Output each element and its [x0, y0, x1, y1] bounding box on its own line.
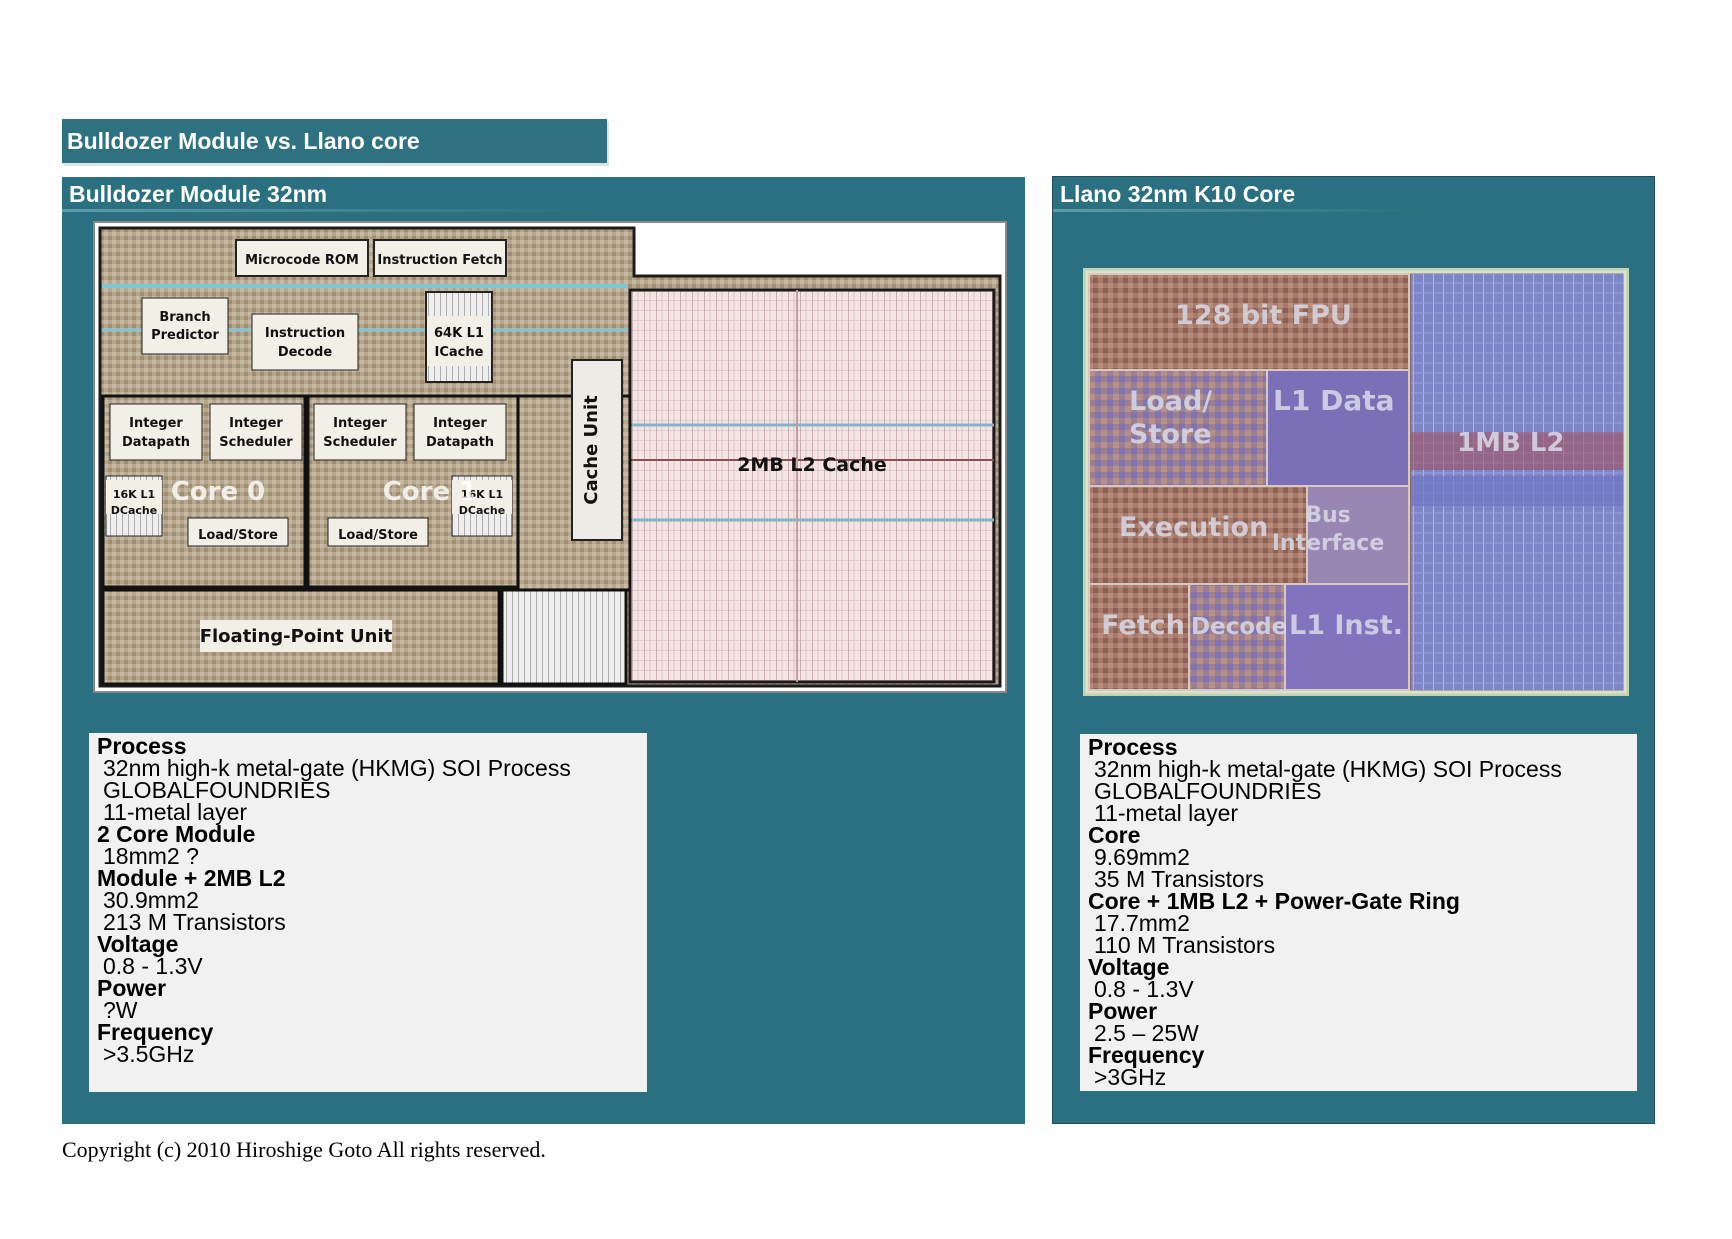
label-core-0: Core 0: [171, 477, 266, 507]
label-load-store-1: Load/: [1129, 386, 1212, 417]
spec-value: GLOBALFOUNDRIES: [1094, 778, 1322, 804]
spec-heading: Power: [97, 975, 167, 1001]
label-floating-point-unit: Floating-Point Unit: [200, 626, 393, 647]
spec-value: 0.8 - 1.3V: [103, 953, 203, 979]
spec-value: 18mm2 ?: [103, 843, 199, 869]
spec-heading: Process: [1088, 734, 1178, 760]
llano-panel: Llano 32nm K10 Core: [1052, 176, 1655, 1124]
spec-heading: Core: [1088, 822, 1141, 848]
spec-value: 35 M Transistors: [1094, 866, 1264, 892]
copyright-notice: Copyright (c) 2010 Hiroshige Goto All ri…: [62, 1137, 546, 1162]
label-icache-1: 64K L1: [434, 326, 484, 341]
spec-value: GLOBALFOUNDRIES: [103, 777, 331, 803]
spec-heading: Module + 2MB L2: [97, 865, 286, 891]
label-instruction-decode-1: Instruction: [265, 326, 345, 341]
spec-value: 11-metal layer: [103, 799, 248, 825]
label-instruction-fetch: Instruction Fetch: [377, 253, 502, 268]
spec-value: 9.69mm2: [1094, 844, 1190, 870]
bulldozer-die-image: Microcode ROM Instruction Fetch Branch P…: [92, 220, 1008, 694]
spec-heading: Voltage: [97, 931, 179, 957]
label-fetch: Fetch: [1101, 610, 1185, 641]
bulldozer-specs: Process 32nm high-k metal-gate (HKMG) SO…: [89, 733, 647, 1092]
spec-value: ?W: [103, 997, 138, 1023]
label-int-datapath-b-1: Integer: [433, 416, 487, 431]
label-load-store-b: Load/Store: [338, 528, 418, 543]
slide-title: Bulldozer Module vs. Llano core: [62, 119, 607, 163]
label-load-store-a: Load/Store: [198, 528, 278, 543]
label-dcache-a-2: DCache: [111, 504, 157, 517]
spec-value: 30.9mm2: [103, 887, 199, 913]
spec-value: 213 M Transistors: [103, 909, 286, 935]
label-int-datapath-a-1: Integer: [129, 416, 183, 431]
label-icache-2: ICache: [435, 345, 484, 360]
label-cache-unit: Cache Unit: [581, 395, 602, 505]
label-dcache-b-2: DCache: [459, 504, 505, 517]
spec-heading: Core + 1MB L2 + Power-Gate Ring: [1088, 888, 1460, 914]
spec-value: >3.5GHz: [103, 1041, 195, 1067]
spec-heading: Frequency: [1088, 1042, 1205, 1068]
spec-heading: Voltage: [1088, 954, 1170, 980]
spec-heading: Power: [1088, 998, 1158, 1024]
spec-value: 32nm high-k metal-gate (HKMG) SOI Proces…: [1094, 756, 1562, 782]
label-int-datapath-a-2: Datapath: [122, 435, 190, 450]
label-execution: Execution: [1119, 512, 1268, 543]
spec-value: 2.5 – 25W: [1094, 1020, 1199, 1046]
label-dcache-a-1: 16K L1: [113, 488, 155, 501]
spec-value: 11-metal layer: [1094, 800, 1239, 826]
label-l1-inst: L1 Inst.: [1289, 610, 1403, 641]
spec-value: >3GHz: [1094, 1064, 1167, 1090]
label-128bit-fpu: 128 bit FPU: [1175, 300, 1352, 331]
label-interface: Interface: [1272, 531, 1385, 556]
label-2mb-l2-cache: 2MB L2 Cache: [737, 454, 887, 476]
llano-panel-title: Llano 32nm K10 Core: [1060, 181, 1296, 207]
label-int-sched-b-2: Scheduler: [323, 435, 397, 450]
bulldozer-panel-title: Bulldozer Module 32nm: [69, 181, 328, 207]
spec-value: 0.8 - 1.3V: [1094, 976, 1194, 1002]
label-l1-data: L1 Data: [1273, 384, 1395, 417]
spec-heading: Frequency: [97, 1019, 214, 1045]
label-bus: Bus: [1305, 503, 1351, 528]
spec-heading: Process: [97, 733, 187, 759]
label-core-1: Core 1: [383, 477, 478, 507]
label-branch-predictor-1: Branch: [159, 310, 210, 325]
bulldozer-panel: Bulldozer Module 32nm: [62, 177, 1025, 1124]
label-microcode-rom: Microcode ROM: [245, 253, 359, 268]
label-int-sched-b-1: Integer: [333, 416, 387, 431]
label-branch-predictor-2: Predictor: [151, 328, 219, 343]
label-int-sched-a-1: Integer: [229, 416, 283, 431]
label-load-store-2: Store: [1129, 419, 1212, 450]
label-instruction-decode-2: Decode: [278, 345, 333, 360]
llano-die-image: 128 bit FPU Load/ Store L1 Data 1MB L2 E…: [1083, 268, 1629, 696]
label-1mb-l2: 1MB L2: [1457, 428, 1565, 458]
spec-heading: 2 Core Module: [97, 821, 256, 847]
spec-value: 32nm high-k metal-gate (HKMG) SOI Proces…: [103, 755, 571, 781]
label-decode: Decode: [1191, 614, 1287, 640]
label-int-sched-a-2: Scheduler: [219, 435, 293, 450]
spec-value: 110 M Transistors: [1094, 932, 1276, 958]
llano-specs: Process 32nm high-k metal-gate (HKMG) SO…: [1080, 734, 1637, 1091]
spec-value: 17.7mm2: [1094, 910, 1190, 936]
label-int-datapath-b-2: Datapath: [426, 435, 494, 450]
label-dcache-b-1: 16K L1: [461, 488, 503, 501]
